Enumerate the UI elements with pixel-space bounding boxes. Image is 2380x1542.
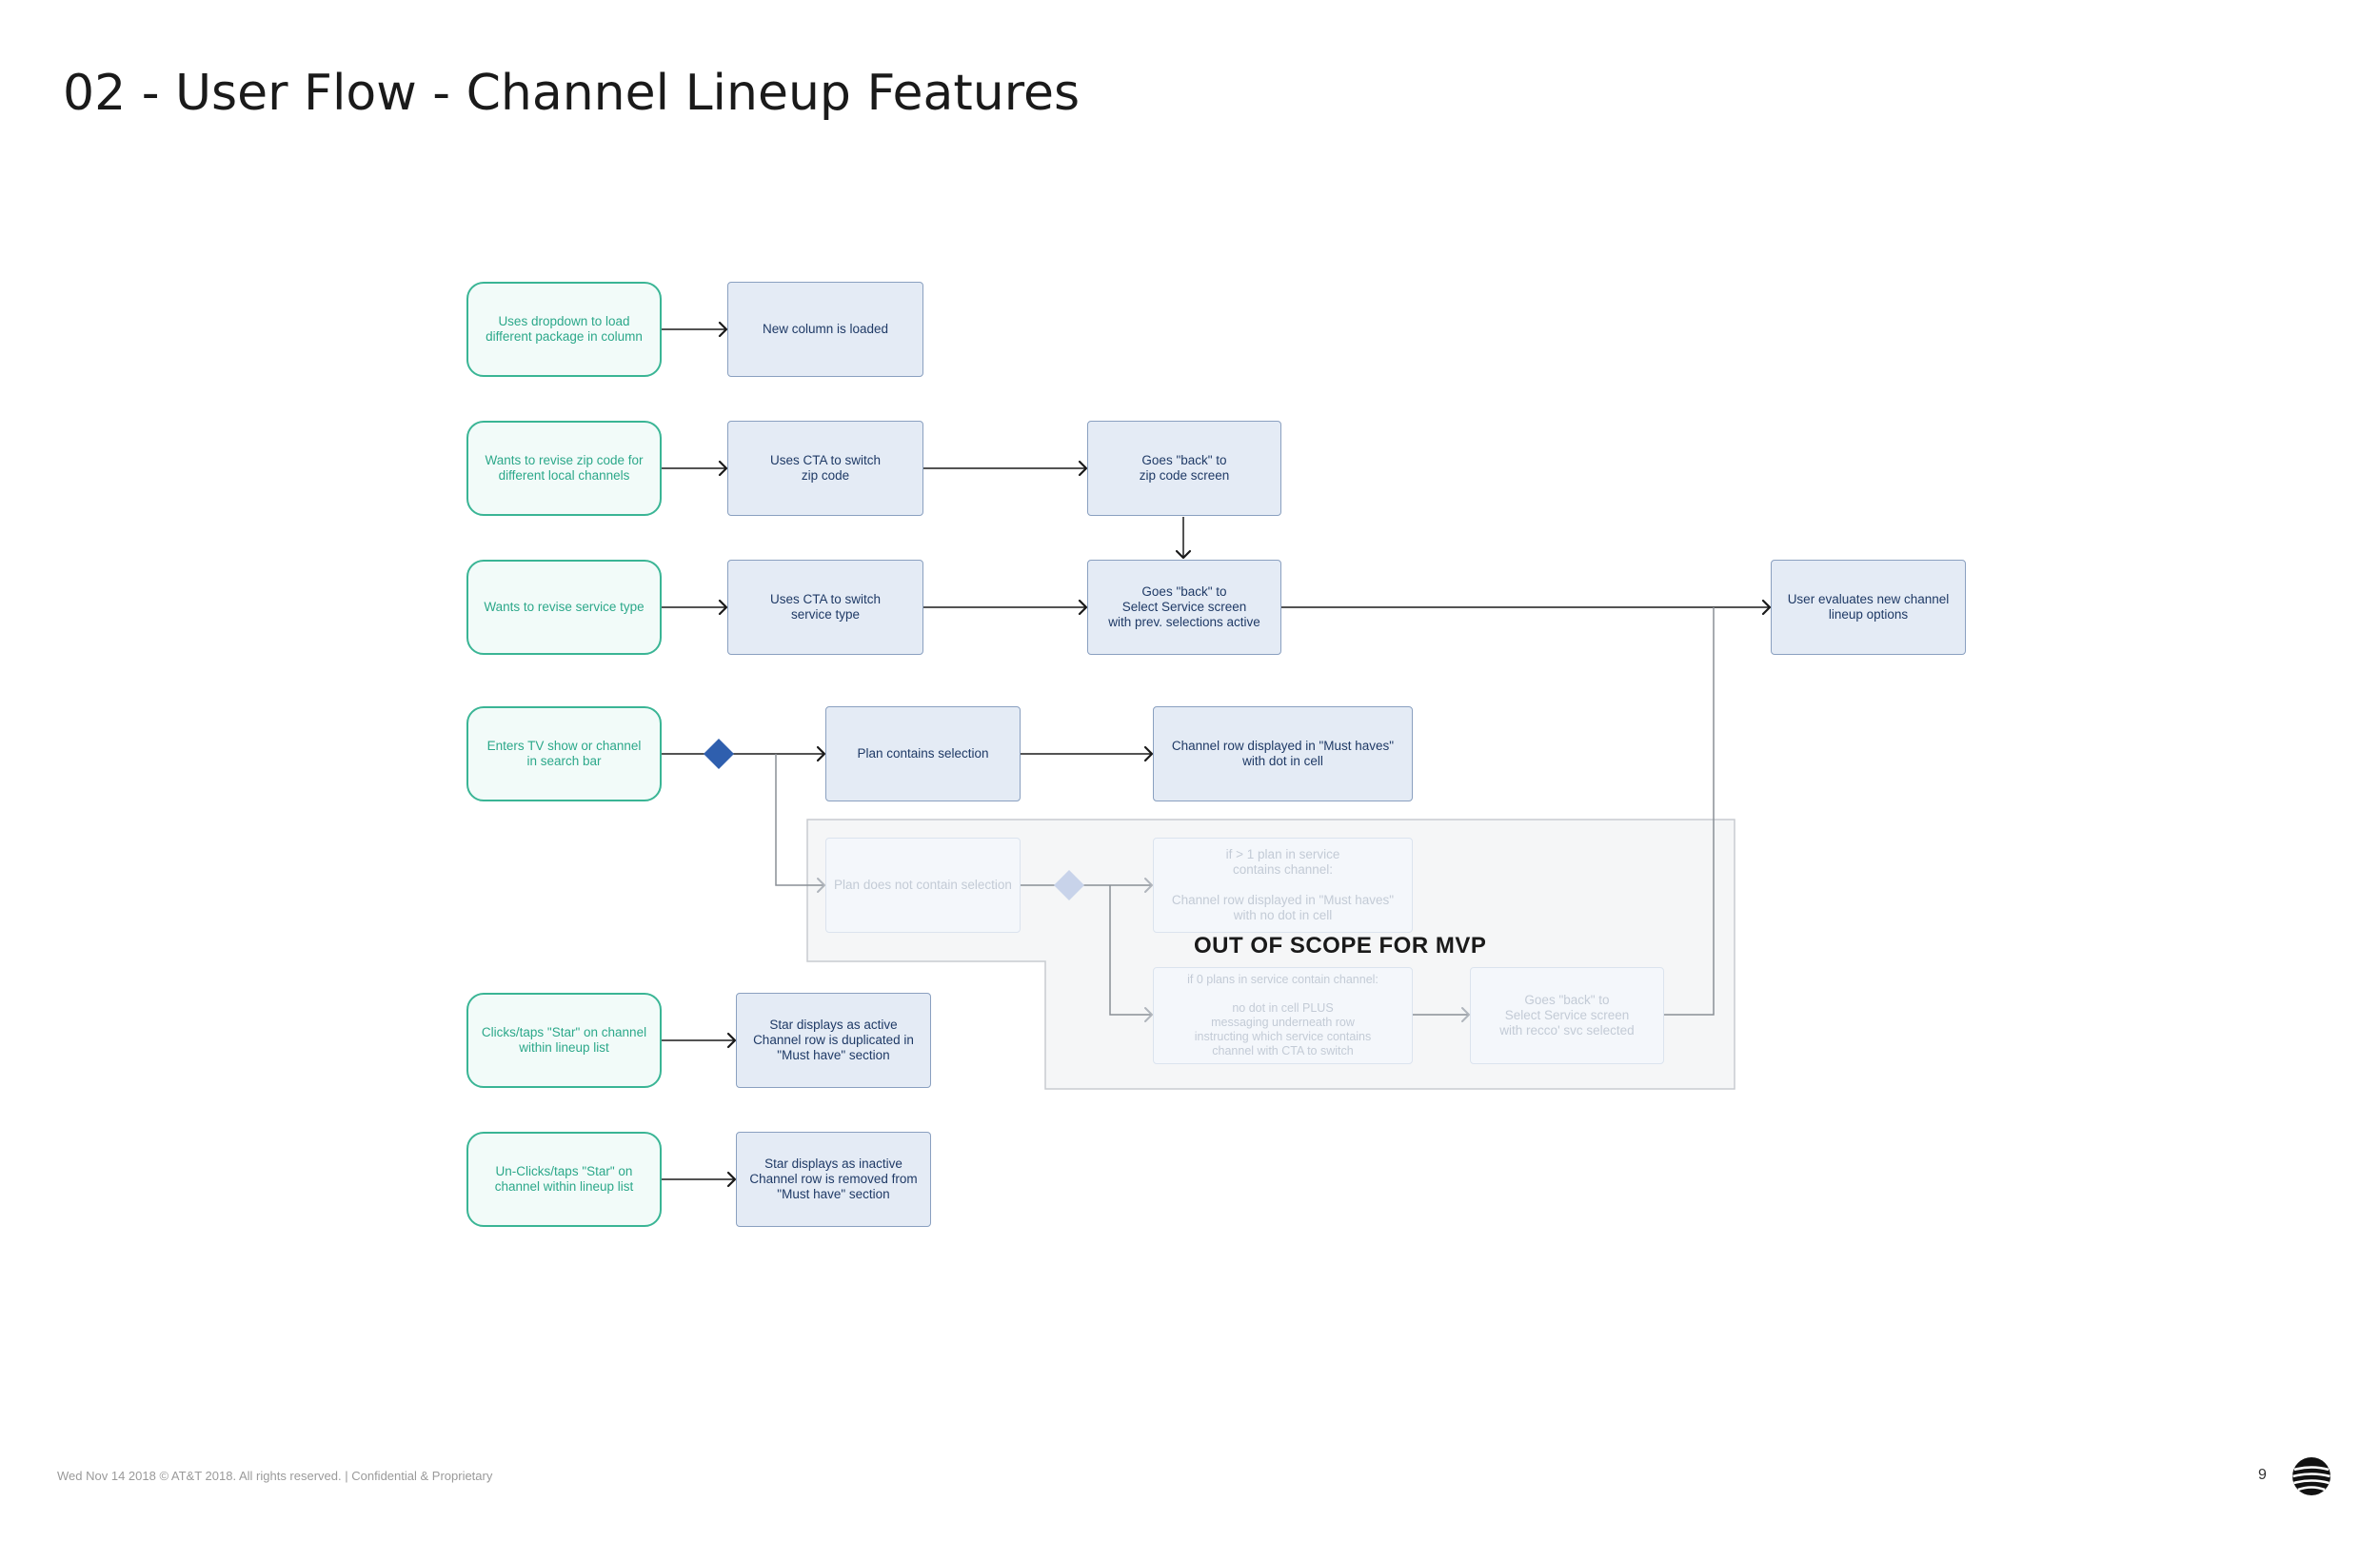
node-wants-zip: Wants to revise zip code for different l… — [466, 421, 662, 516]
node-uses-dropdown: Uses dropdown to load different package … — [466, 282, 662, 377]
arrowhead — [1175, 549, 1192, 560]
connector-decision-to-not-contain — [775, 754, 824, 886]
arrowhead — [1143, 745, 1154, 762]
node-back-recco: Goes "back" to Select Service screen wit… — [1470, 967, 1664, 1064]
arrowhead — [1144, 878, 1153, 893]
node-user-evaluates: User evaluates new channel lineup option… — [1771, 560, 1966, 655]
node-unclicks-star: Un-Clicks/taps "Star" on channel within … — [466, 1132, 662, 1227]
arrowhead — [726, 1171, 737, 1188]
node-plan-not-contain: Plan does not contain selection — [825, 838, 1021, 933]
arrowhead — [718, 321, 728, 338]
node-back-zip: Goes "back" to zip code screen — [1087, 421, 1281, 516]
node-star-active: Star displays as active Channel row is d… — [736, 993, 931, 1088]
node-enters-search: Enters TV show or channel in search bar — [466, 706, 662, 801]
node-channel-row-dot: Channel row displayed in "Must haves" wi… — [1153, 706, 1413, 801]
footer-text: Wed Nov 14 2018 © AT&T 2018. All rights … — [57, 1469, 493, 1483]
arrowhead — [1078, 599, 1088, 616]
arrowhead — [1761, 599, 1772, 616]
page-number: 9 — [2258, 1467, 2267, 1483]
page-title: 02 - User Flow - Channel Lineup Features — [63, 65, 1081, 122]
arrowhead — [816, 745, 826, 762]
node-plan-contains: Plan contains selection — [825, 706, 1021, 801]
node-clicks-star: Clicks/taps "Star" on channel within lin… — [466, 993, 662, 1088]
node-wants-service: Wants to revise service type — [466, 560, 662, 655]
node-multi-plan: if > 1 plan in service contains channel:… — [1153, 838, 1413, 933]
decision-diamond-faded — [1054, 870, 1084, 900]
arrowhead — [1144, 1007, 1153, 1022]
node-star-inactive: Star displays as inactive Channel row is… — [736, 1132, 931, 1227]
att-globe-icon — [2292, 1457, 2330, 1495]
node-cta-service: Uses CTA to switch service type — [727, 560, 923, 655]
node-new-column: New column is loaded — [727, 282, 923, 377]
node-back-service: Goes "back" to Select Service screen wit… — [1087, 560, 1281, 655]
connector-decision-to-zero — [1109, 885, 1152, 1016]
out-of-scope-label: OUT OF SCOPE FOR MVP — [1194, 933, 1487, 959]
connector-recco-to-evaluate — [1664, 607, 1715, 1016]
arrowhead — [817, 878, 825, 893]
arrowhead — [1078, 460, 1088, 477]
node-cta-zip: Uses CTA to switch zip code — [727, 421, 923, 516]
arrowhead — [718, 599, 728, 616]
node-zero-plan: if 0 plans in service contain channel: n… — [1153, 967, 1413, 1064]
arrowhead — [726, 1032, 737, 1049]
arrowhead — [718, 460, 728, 477]
arrowhead — [1461, 1007, 1470, 1022]
decision-diamond — [704, 739, 734, 769]
